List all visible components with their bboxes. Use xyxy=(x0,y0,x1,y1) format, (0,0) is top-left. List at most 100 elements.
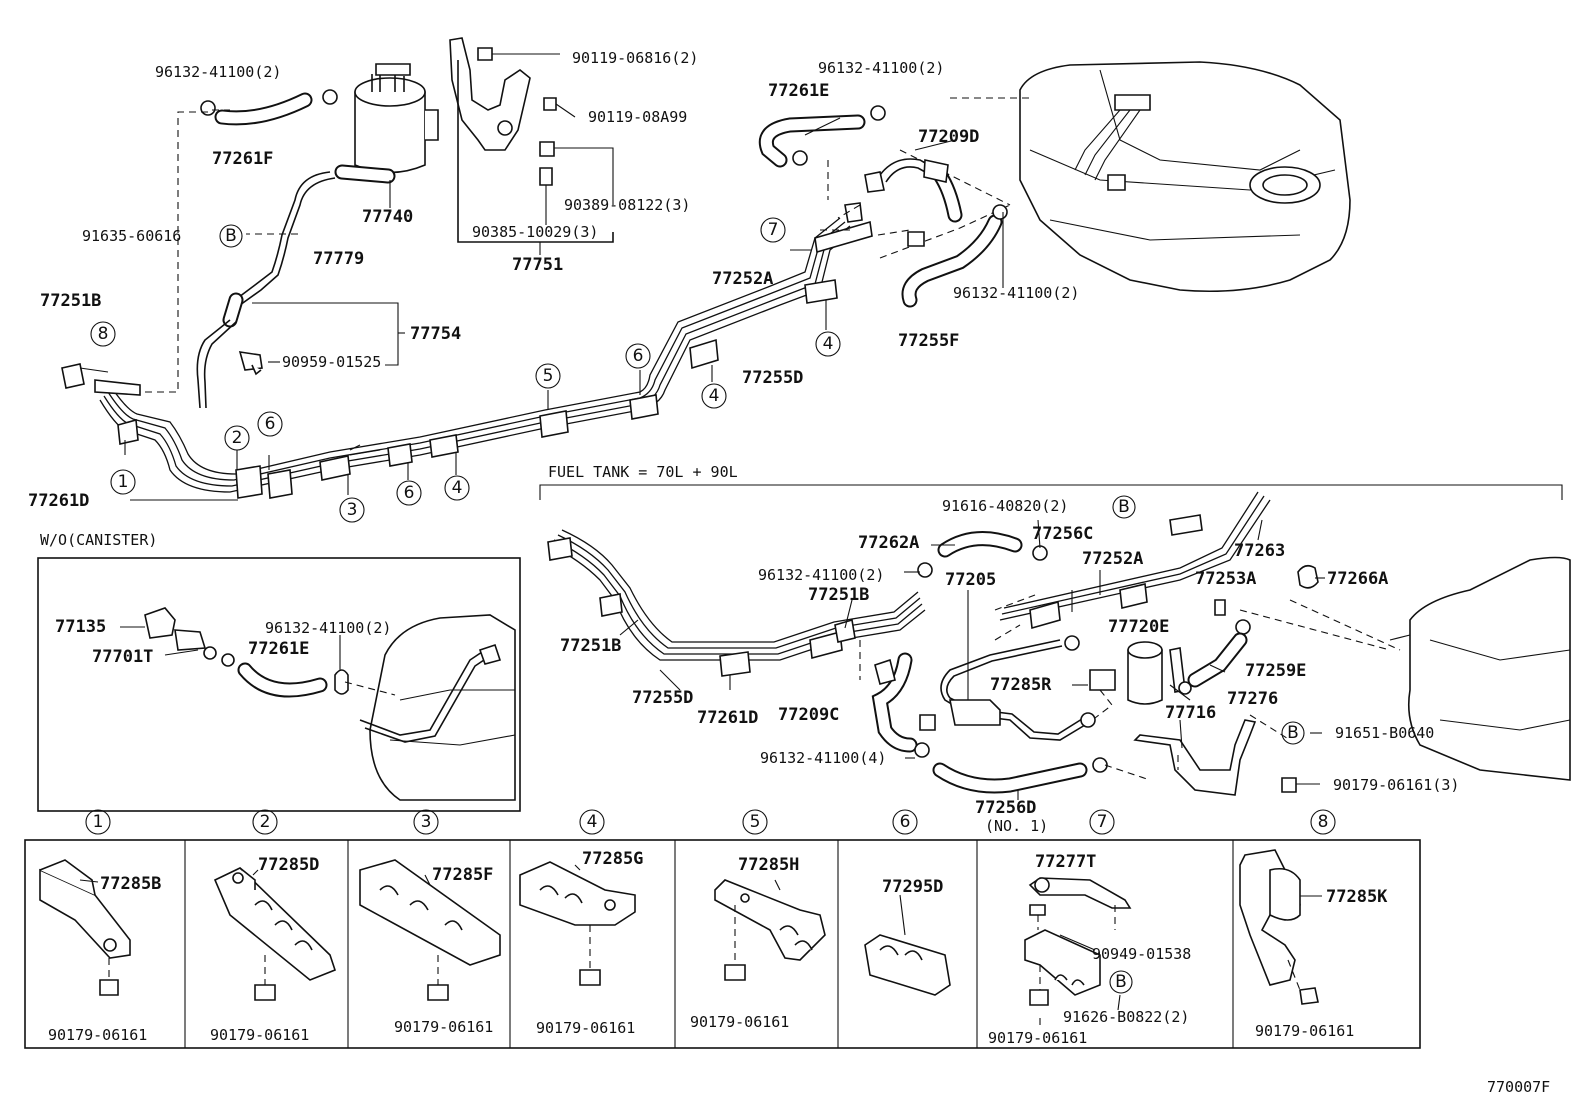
label-77251B-b: 77251B xyxy=(808,585,869,605)
fuel-filter-assembly xyxy=(132,63,439,409)
detail-header-5: 5 xyxy=(742,809,768,835)
callout-4-main-b: 4 xyxy=(701,383,727,409)
svg-text:5: 5 xyxy=(750,812,761,832)
label-90959-01525: 90959-01525 xyxy=(282,353,381,371)
svg-text:7: 7 xyxy=(1097,812,1108,832)
svg-text:6: 6 xyxy=(404,483,415,503)
callout-b-4: B xyxy=(1109,970,1133,994)
wo-canister-inset xyxy=(37,557,521,812)
label-91635-60616: 91635-60616 xyxy=(82,227,181,245)
label-96132-41100-e: 96132-41100(2) xyxy=(758,566,884,584)
svg-text:B: B xyxy=(1115,972,1127,992)
detail-2-bolt-label: 90179-06161 xyxy=(210,1026,309,1044)
detail-6-part-label: 77295D xyxy=(882,877,943,897)
svg-text:B: B xyxy=(1118,497,1130,517)
svg-text:6: 6 xyxy=(633,346,644,366)
detail-5-clamp xyxy=(714,879,826,981)
svg-text:4: 4 xyxy=(587,812,598,832)
label-77751: 77751 xyxy=(512,255,563,275)
svg-text:4: 4 xyxy=(452,478,463,498)
label-77276: 77276 xyxy=(1227,689,1278,709)
callout-4-main-c: 4 xyxy=(815,331,841,357)
label-77261E-b: 77261E xyxy=(248,639,309,659)
detail-4-bolt-label: 90179-06161 xyxy=(536,1019,635,1037)
callout-5-main: 5 xyxy=(535,363,561,389)
detail-7-part2-label: 90949-01538 xyxy=(1092,945,1191,963)
callout-6-main-a: 6 xyxy=(257,411,283,437)
callout-3-main: 3 xyxy=(339,497,365,523)
label-77205: 77205 xyxy=(945,570,996,590)
callout-b-3: B xyxy=(1281,721,1305,745)
detail-4-clamp xyxy=(519,861,636,986)
main-fuel-pipe-bundle xyxy=(61,217,873,501)
label-77261F: 77261F xyxy=(212,149,273,169)
label-77263: 77263 xyxy=(1234,541,1285,561)
detail-header-6: 6 xyxy=(892,809,918,835)
label-77251B-c: 77251B xyxy=(560,636,621,656)
callout-b-1: B xyxy=(219,224,243,248)
hoses-top-right xyxy=(758,105,1008,308)
label-77255D-a: 77255D xyxy=(742,368,803,388)
svg-text:3: 3 xyxy=(421,812,432,832)
label-77252A-a: 77252A xyxy=(712,269,773,289)
label-77261E-a: 77261E xyxy=(768,81,829,101)
label-91616-40820: 91616-40820(2) xyxy=(942,497,1068,515)
label-77251B-a: 77251B xyxy=(40,291,101,311)
detail-8-clamp xyxy=(1239,849,1322,1005)
label-wo-canister: W/O(CANISTER) xyxy=(40,531,157,549)
label-77256C: 77256C xyxy=(1032,524,1093,544)
svg-text:4: 4 xyxy=(709,386,720,406)
detail-panels xyxy=(24,839,1421,1049)
svg-text:4: 4 xyxy=(823,334,834,354)
callout-6-main-c: 6 xyxy=(625,343,651,369)
label-96132-41100-c: 96132-41100(2) xyxy=(953,284,1079,302)
svg-text:1: 1 xyxy=(93,812,104,832)
detail-8-part-label: 77285K xyxy=(1326,887,1388,907)
label-77262A: 77262A xyxy=(858,533,919,553)
label-77261D-a: 77261D xyxy=(28,491,89,511)
fuel-tank-top xyxy=(879,61,1351,293)
label-90179-06161-a: 90179-06161(3) xyxy=(1333,776,1459,794)
detail-7-bracket xyxy=(1024,877,1132,1025)
detail-6-clamp xyxy=(864,894,951,996)
label-77261D-b: 77261D xyxy=(697,708,758,728)
label-77135: 77135 xyxy=(55,617,106,637)
label-77754: 77754 xyxy=(410,324,461,344)
label-90385-10029: 90385-10029(3) xyxy=(472,223,598,241)
callout-1-main: 1 xyxy=(110,469,136,495)
svg-text:7: 7 xyxy=(768,220,779,240)
label-no1: (NO. 1) xyxy=(985,817,1048,835)
label-96132-41100-b: 96132-41100(2) xyxy=(818,59,944,77)
dual-tank-pipe-assembly xyxy=(547,491,1571,800)
label-77716: 77716 xyxy=(1165,703,1216,723)
detail-header-7: 7 xyxy=(1089,809,1115,835)
detail-1-clamp xyxy=(39,859,131,996)
label-77255F: 77255F xyxy=(898,331,959,351)
svg-text:B: B xyxy=(225,226,237,246)
label-77255D-b: 77255D xyxy=(632,688,693,708)
detail-header-8: 8 xyxy=(1310,809,1336,835)
label-96132-41100-f: 96132-41100(4) xyxy=(760,749,886,767)
bracket-assembly xyxy=(449,37,614,255)
detail-2-part-label: 77285D xyxy=(258,855,319,875)
label-90119-06816: 90119-06816(2) xyxy=(572,49,698,67)
fuel-tank-region xyxy=(539,484,1563,500)
detail-1-bolt-label: 90179-06161 xyxy=(48,1026,147,1044)
label-77740: 77740 xyxy=(362,207,413,227)
detail-4-part-label: 77285G xyxy=(582,849,643,869)
label-96132-41100-a: 96132-41100(2) xyxy=(155,63,281,81)
detail-5-part-label: 77285H xyxy=(738,855,799,875)
label-77256D: 77256D xyxy=(975,798,1036,818)
detail-3-bolt-label: 90179-06161 xyxy=(394,1018,493,1036)
label-77266A: 77266A xyxy=(1327,569,1388,589)
detail-3-part-label: 77285F xyxy=(432,865,493,885)
label-77253A: 77253A xyxy=(1195,569,1256,589)
label-77720E: 77720E xyxy=(1108,617,1169,637)
label-96132-41100-d: 96132-41100(2) xyxy=(265,619,391,637)
label-90389-08122: 90389-08122(3) xyxy=(564,196,690,214)
svg-text:2: 2 xyxy=(232,428,243,448)
label-77209C: 77209C xyxy=(778,705,839,725)
svg-text:1: 1 xyxy=(118,472,129,492)
detail-header-2: 2 xyxy=(252,809,278,835)
detail-2-clamp xyxy=(213,867,336,1001)
